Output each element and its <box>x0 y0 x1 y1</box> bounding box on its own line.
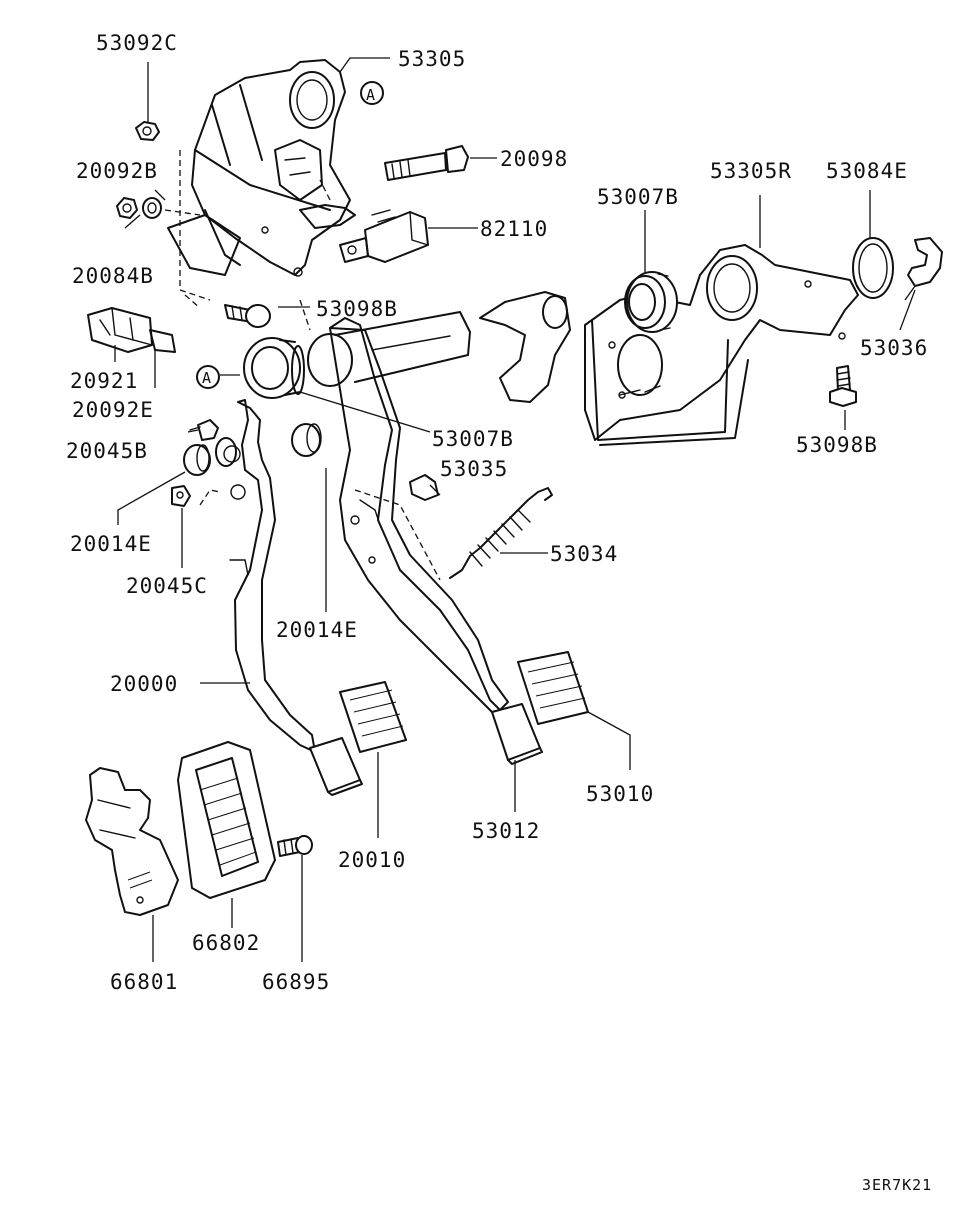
accelerator-pedal-66802 <box>177 741 276 899</box>
clip-20045c <box>171 485 191 507</box>
label-20014e-left: 20014E <box>70 532 152 556</box>
clutch-pedal-arm-20000 <box>223 399 316 753</box>
label-82110: 82110 <box>480 217 548 241</box>
bolt-20098 <box>384 145 469 181</box>
label-53084e: 53084E <box>826 159 908 183</box>
label-53010: 53010 <box>586 782 654 806</box>
label-ref-a-top: A <box>366 86 376 104</box>
label-66895: 66895 <box>262 970 330 994</box>
bushing-53007b-top <box>624 271 678 333</box>
bolt-66895 <box>277 835 313 857</box>
bushing-53007b-mid <box>243 337 305 399</box>
label-53007b-top: 53007B <box>597 185 679 209</box>
label-53035: 53035 <box>440 457 508 481</box>
pedal-pad-left <box>309 737 363 796</box>
label-20010: 20010 <box>338 848 406 872</box>
pivot-collar <box>479 291 571 403</box>
switch-20921 <box>87 307 176 353</box>
label-53305r: 53305R <box>710 159 792 183</box>
diagram-code: 3ER7K21 <box>862 1176 932 1194</box>
label-53012: 53012 <box>472 819 540 843</box>
label-53305: 53305 <box>398 47 466 71</box>
pivot-shaft <box>307 311 471 387</box>
reference-marker-a-top <box>360 81 384 105</box>
clip-53036 <box>907 237 943 287</box>
reference-marker-a-left <box>196 365 220 389</box>
nut-53092c <box>135 121 160 141</box>
screw-20045b <box>189 419 219 441</box>
label-20098: 20098 <box>500 147 568 171</box>
accelerator-bracket-66801 <box>85 767 179 916</box>
label-20921: 20921 <box>70 369 138 393</box>
label-20014e-mid: 20014E <box>276 618 358 642</box>
bushing-20014e-left <box>183 444 211 476</box>
label-ref-a-left: A <box>202 369 212 387</box>
label-66802: 66802 <box>192 931 260 955</box>
label-53007b-mid: 53007B <box>432 427 514 451</box>
part-labels: 53092C 53305 A 20098 20092B 82110 53007B… <box>66 31 932 1194</box>
brake-pedal-arm <box>329 317 509 716</box>
switch-82110 <box>339 209 429 263</box>
label-20084b: 20084B <box>72 264 154 288</box>
bushing-20014e-mid <box>291 423 322 457</box>
label-66801: 66801 <box>110 970 178 994</box>
bushing-20045b <box>215 437 237 467</box>
label-53036: 53036 <box>860 336 928 360</box>
pedal-pad-53012 <box>491 703 543 765</box>
bracket-53305r <box>584 244 859 446</box>
nut-20092b <box>116 197 138 219</box>
pedal-pad-cover-53010 <box>517 651 589 725</box>
stopper-53035 <box>409 474 439 501</box>
label-53092c: 53092C <box>96 31 178 55</box>
label-20045b: 20045B <box>66 439 148 463</box>
spring-53034 <box>449 487 553 579</box>
label-20092b: 20092B <box>76 159 158 183</box>
bolt-53098b-right <box>829 365 857 407</box>
washer-53084e <box>852 237 894 299</box>
label-53098b-mid: 53098B <box>316 297 398 321</box>
label-53034: 53034 <box>550 542 618 566</box>
label-20045c: 20045C <box>126 574 208 598</box>
phantom-lines <box>164 150 441 581</box>
bolt-53098b-mid <box>224 304 271 328</box>
washer-20084b <box>142 197 162 219</box>
label-20092e: 20092E <box>72 398 154 422</box>
pedal-pad-cover-20010 <box>339 681 407 753</box>
label-20000: 20000 <box>110 672 178 696</box>
leader-lines <box>114 57 916 962</box>
pedal-support-bracket <box>167 59 356 277</box>
label-53098b-right: 53098B <box>796 433 878 457</box>
